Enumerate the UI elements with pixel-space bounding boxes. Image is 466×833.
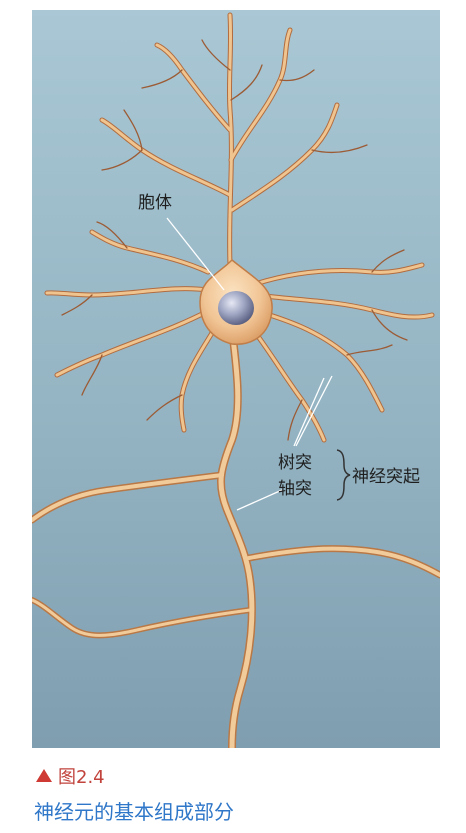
dendrites — [44, 12, 435, 443]
brace-icon — [336, 449, 351, 501]
axon-leader — [236, 489, 283, 511]
figure-caption: 神经元的基本组成部分 — [34, 800, 234, 824]
dendrite-label: 树突 — [278, 453, 312, 473]
dendrite-leader-1 — [293, 377, 325, 447]
triangle-marker-icon — [36, 768, 52, 782]
leader-lines — [166, 217, 333, 511]
neurites-label: 神经突起 — [352, 467, 420, 487]
neuron-illustration: 胞体 树突 轴突 神经突起 — [32, 10, 440, 748]
figure-number-row: 图2.4 — [36, 764, 105, 788]
cell-body — [199, 258, 273, 345]
cell-body-label: 胞体 — [138, 193, 172, 213]
neuron-svg — [32, 10, 440, 748]
figure-number: 图2.4 — [58, 767, 105, 788]
axon — [32, 326, 440, 748]
nucleus — [218, 291, 254, 325]
dendrite-leader-2 — [295, 375, 333, 447]
axon-label: 轴突 — [278, 479, 312, 499]
cell-body-leader — [166, 217, 225, 291]
